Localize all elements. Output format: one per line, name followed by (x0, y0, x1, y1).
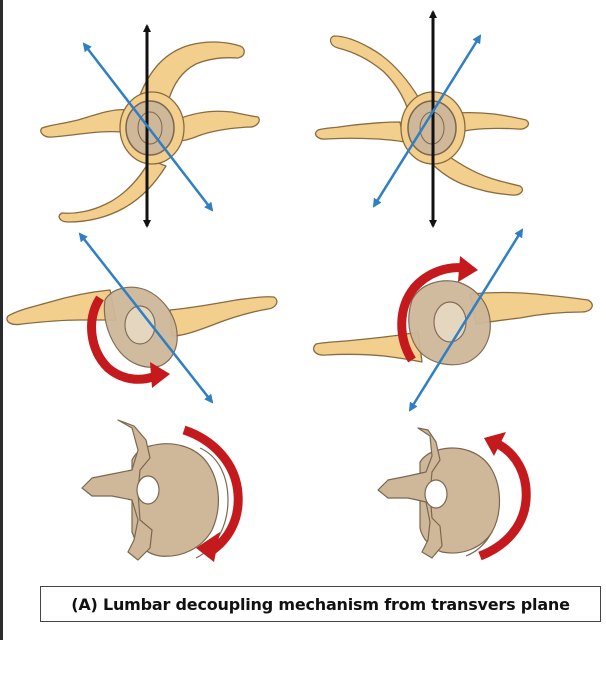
bottom-left-vertebra (81, 419, 243, 562)
middle-left-limb-right (169, 296, 278, 337)
middle-right-figure (312, 228, 593, 412)
middle-left-figure (6, 232, 278, 404)
bottom-right-vertebra (377, 427, 531, 561)
top-right-arm-left (314, 121, 405, 143)
bottom-right-spinal-canal (424, 479, 448, 509)
caption-box: (A) Lumbar decoupling mechanism from tra… (40, 586, 601, 622)
bottom-left-spinal-canal (136, 475, 160, 505)
caption-text: (A) Lumbar decoupling mechanism from tra… (71, 594, 570, 614)
top-right-figure (314, 10, 530, 228)
middle-right-limb-left (312, 331, 423, 363)
top-right-arm-upper (329, 35, 421, 111)
bottom-left-posterior-elements (81, 419, 153, 561)
bottom-right-red-rotation-arrow (478, 440, 531, 561)
bottom-left-vertebral-body (131, 443, 219, 557)
top-left-figure (40, 24, 260, 228)
top-right-blue-axis (372, 34, 482, 208)
middle-left-pelvis-bone (103, 286, 178, 368)
left-border (0, 0, 3, 640)
top-left-leg-right (175, 110, 260, 142)
bottom-left-red-rotation-arrow (182, 425, 243, 556)
top-left-leg-lower (58, 159, 167, 223)
middle-left-blue-axis (78, 232, 214, 404)
bottom-right-posterior-elements (377, 427, 443, 559)
middle-right-blue-axis (408, 228, 524, 412)
top-left-blue-axis (82, 42, 214, 212)
